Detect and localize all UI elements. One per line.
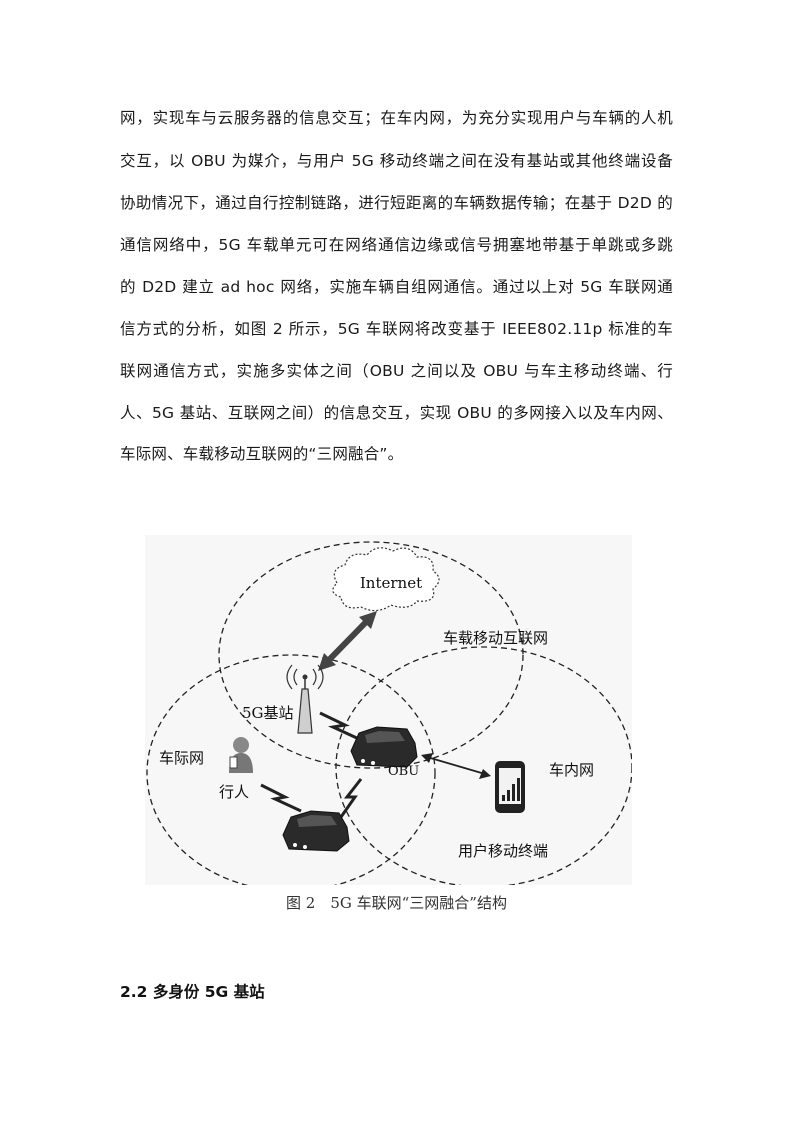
obu-phone-arrow-icon — [421, 753, 491, 779]
user-terminal-label: 用户移动终端 — [458, 842, 548, 860]
car-icon — [282, 810, 350, 852]
obu-label: OBU — [388, 764, 419, 779]
obu-car-icon — [350, 726, 418, 768]
inter-vehicle-circle — [146, 654, 436, 885]
body-line: 网，实现车与云服务器的信息交互；在车内网，为充分实现用户与车辆的人机 — [120, 109, 673, 127]
body-line: 联网通信方式，实施多实体之间（OBU 之间以及 OBU 与车主移动终端、行 — [120, 362, 673, 380]
car-link-icon — [339, 778, 363, 818]
network-diagram: Internet 车载移动互联网 5G基站 OBU — [146, 541, 632, 885]
figure-caption: 图 2 5G 车联网“三网融合”结构 — [286, 894, 507, 912]
phone-icon — [495, 761, 525, 813]
section-heading: 2.2 多身份 5G 基站 — [120, 983, 265, 1001]
network-fusion-figure: Internet 车载移动互联网 5G基站 OBU — [145, 535, 632, 885]
cloud-icon — [332, 547, 440, 612]
internet-label: Internet — [360, 574, 422, 592]
base-station-label: 5G基站 — [242, 704, 294, 722]
intra-vehicle-circle — [335, 646, 632, 885]
base-station-icon — [286, 664, 324, 734]
mobile-internet-circle — [218, 541, 524, 769]
pedestrian-link-icon — [260, 783, 302, 813]
pedestrian-label: 行人 — [219, 783, 249, 801]
body-line: 人、5G 基站、互联网之间）的信息交互，实现 OBU 的多网接入以及车内网、 — [120, 404, 673, 422]
double-arrow-icon — [318, 611, 377, 671]
body-line: 通信网络中，5G 车载单元可在网络通信边缘或信号拥塞地带基于单跳或多跳 — [120, 236, 673, 254]
pedestrian-icon — [229, 737, 253, 773]
body-line: 的 D2D 建立 ad hoc 网络，实施车辆自组网通信。通过以上对 5G 车联… — [120, 278, 673, 296]
body-line: 协助情况下，通过自行控制链路，进行短距离的车辆数据传输；在基于 D2D 的 — [120, 194, 673, 212]
body-line: 交互，以 OBU 为媒介，与用户 5G 移动终端之间在没有基站或其他终端设备 — [120, 152, 673, 170]
inter-vehicle-label: 车际网 — [159, 749, 204, 767]
mobile-internet-label: 车载移动互联网 — [443, 629, 548, 647]
body-line: 信方式的分析，如图 2 所示，5G 车联网将改变基于 IEEE802.11p 标… — [120, 320, 673, 338]
intra-vehicle-label: 车内网 — [549, 761, 594, 779]
wireless-link-icon — [319, 711, 360, 741]
body-line: 车际网、车载移动互联网的“三网融合”。 — [120, 445, 404, 463]
